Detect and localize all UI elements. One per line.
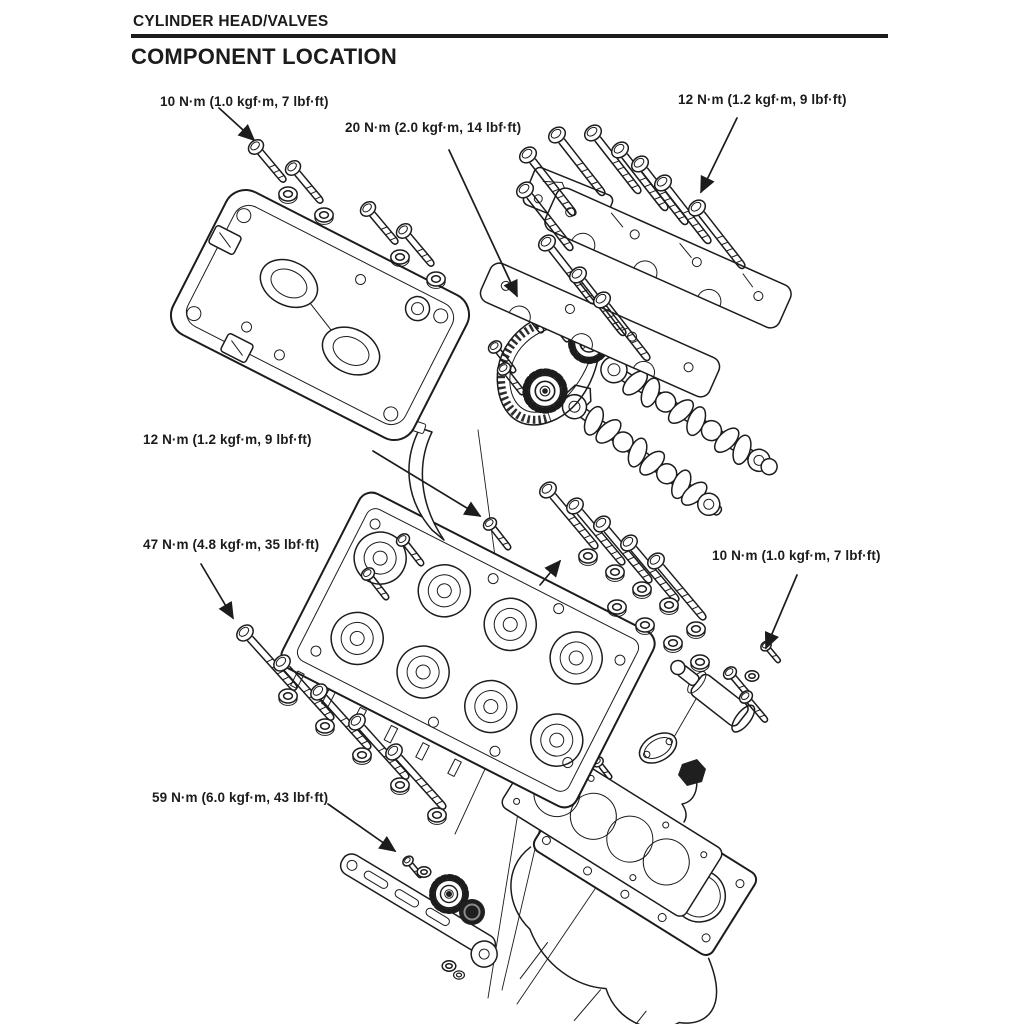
torque-label-chain-guide-bolt: 12 N·m (1.2 kgf·m, 9 lbf·ft) [143, 432, 312, 447]
torque-label-valve-cover-bolts: 10 N·m (1.0 kgf·m, 7 lbf·ft) [160, 94, 329, 109]
exhaust-camshaft [600, 355, 778, 476]
page-title: COMPONENT LOCATION [131, 44, 397, 69]
intake-camshaft [561, 384, 723, 517]
tensioner-stopper [678, 759, 706, 786]
cam-sprocket-intake [526, 372, 565, 411]
torque-label-tensioner-bolts: 10 N·m (1.0 kgf·m, 7 lbf·ft) [712, 548, 881, 563]
valve-cover [169, 189, 471, 441]
torque-label-cylinder-head-bolts: 47 N·m (4.8 kgf·m, 35 lbf·ft) [143, 537, 320, 552]
tensioner-gasket [638, 732, 678, 764]
cam-chain-tensioner [638, 638, 785, 786]
front-direction-arrow [539, 559, 562, 586]
chain-tensioner-arm [339, 853, 498, 980]
tensioner-roller [459, 899, 485, 925]
header-rule [131, 34, 888, 38]
idler-sprocket [432, 877, 466, 911]
leader-arrows [200, 107, 798, 852]
section-title: CYLINDER HEAD/VALVES [133, 13, 329, 30]
torque-label-cam-holder-inner-bolts: 20 N·m (2.0 kgf·m, 14 lbf·ft) [345, 120, 522, 135]
cylinder-head [280, 491, 656, 809]
camshaft-holder-assembly [479, 166, 792, 398]
torque-label-cam-holder-bolts: 12 N·m (1.2 kgf·m, 9 lbf·ft) [678, 92, 847, 107]
torque-label-tensioner-pivot-bolt: 59 N·m (6.0 kgf·m, 43 lbf·ft) [152, 790, 329, 805]
